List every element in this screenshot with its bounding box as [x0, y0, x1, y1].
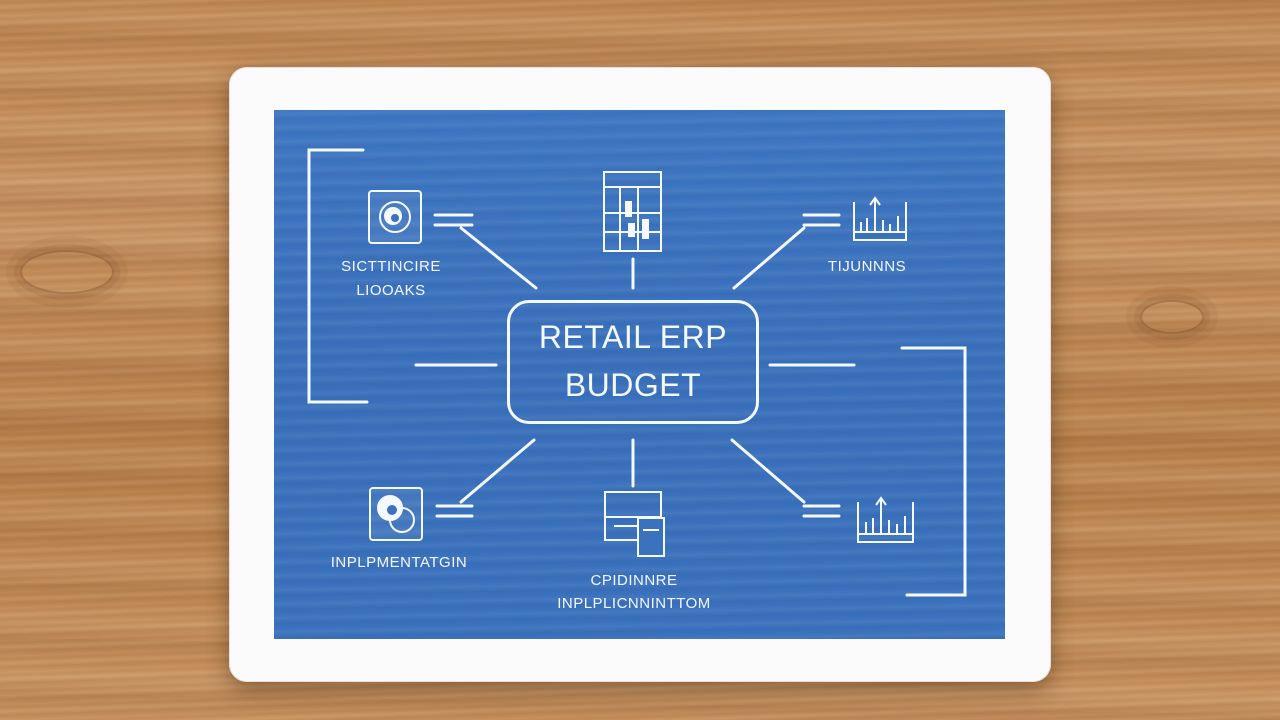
circle-target-icon [368, 190, 422, 244]
document-copy-icon [604, 491, 665, 557]
wood-knot [1140, 300, 1204, 334]
left-bracket [307, 148, 369, 404]
node-label-bottom-center-line2: INPLPLICNNINTTOM [557, 595, 711, 612]
center-node: RETAIL ERP BUDGET [507, 300, 759, 424]
wood-knot [20, 250, 114, 294]
connector-bottom-left [459, 438, 536, 504]
connector-lines [307, 148, 967, 597]
node-label-bottom-center-line1: CPIDINNRE [590, 572, 678, 589]
equalizer-chart-icon [853, 196, 907, 241]
diagram-screen: RETAIL ERP BUDGET SICTTINCIRE LIOOAKS TI… [274, 110, 1005, 639]
node-label-top-left-line2: LIOOAKS [356, 282, 426, 299]
connector-top-left [459, 226, 538, 290]
center-title-line1: RETAIL ERP [538, 319, 728, 355]
right-bracket [900, 346, 967, 597]
center-title-line2: BUDGET [564, 367, 702, 403]
connector-bottom-right [730, 438, 806, 504]
tablet-frame: RETAIL ERP BUDGET SICTTINCIRE LIOOAKS TI… [229, 67, 1051, 682]
bar-chart-document-icon [603, 171, 662, 252]
overlapping-circles-icon [369, 487, 423, 541]
node-label-top-right: TIJUNNNS [827, 258, 907, 275]
connector-top-right [732, 226, 806, 290]
node-label-bottom-left: INPLPMENTATGIN [330, 554, 468, 571]
equalizer-chart-icon [857, 496, 914, 543]
node-label-top-left-line1: SICTTINCIRE [341, 258, 441, 275]
